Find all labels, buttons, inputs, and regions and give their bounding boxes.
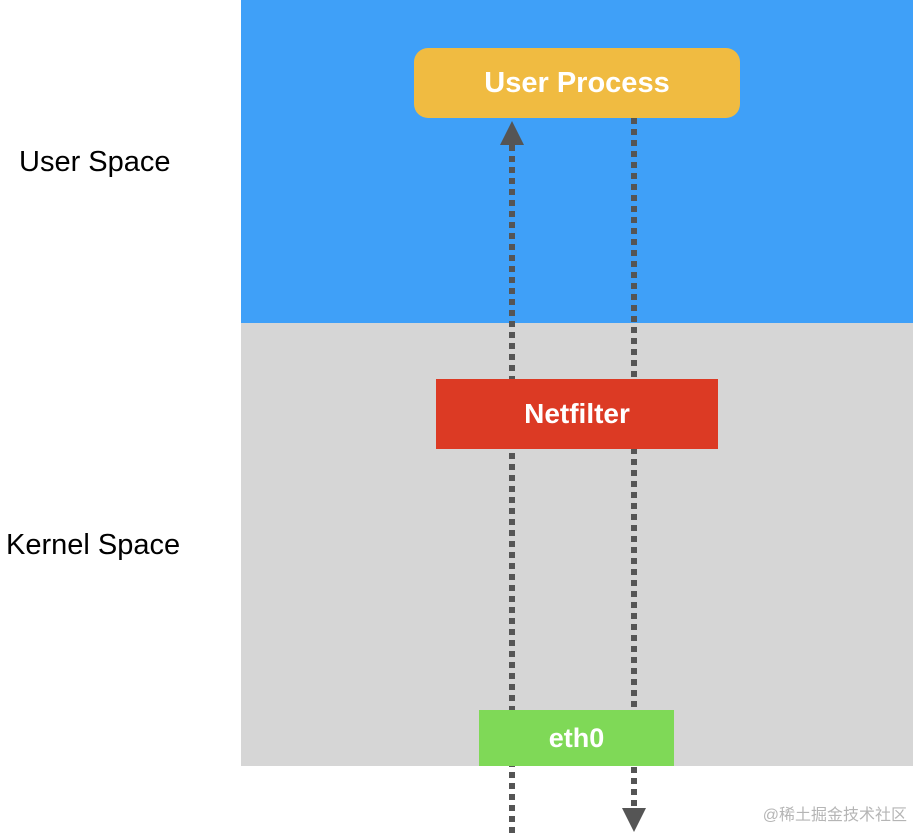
kernel-space-label: Kernel Space — [6, 529, 181, 561]
user-process-box: User Process — [414, 48, 740, 118]
outbound-arrowhead — [622, 808, 646, 832]
eth0-box: eth0 — [479, 710, 674, 766]
user-space-label: User Space — [19, 146, 171, 178]
netfilter-box: Netfilter — [436, 379, 718, 449]
watermark: @稀土掘金技术社区 — [762, 807, 907, 824]
